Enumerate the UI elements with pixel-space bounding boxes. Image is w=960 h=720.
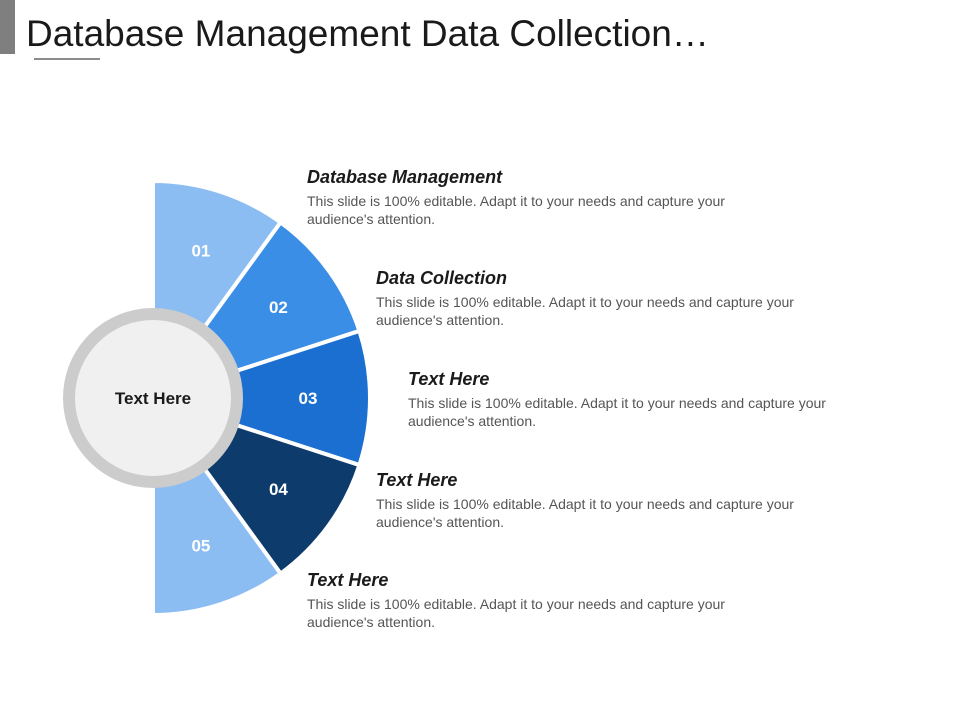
item-heading: Text Here (408, 369, 490, 389)
item-body: This slide is 100% editable. Adapt it to… (376, 496, 794, 530)
segment-number-01: 01 (191, 242, 210, 261)
item-block-4: Text Here This slide is 100% editable. A… (376, 469, 846, 531)
item-heading: Text Here (376, 470, 458, 490)
hub-circle (75, 320, 231, 476)
item-body: This slide is 100% editable. Adapt it to… (307, 193, 725, 227)
item-block-3: Text Here This slide is 100% editable. A… (408, 368, 878, 430)
item-heading: Text Here (307, 570, 389, 590)
item-body: This slide is 100% editable. Adapt it to… (408, 395, 826, 429)
segment-number-04: 04 (269, 480, 288, 499)
segments-group (151, 179, 372, 617)
hub-label: Text Here (115, 389, 191, 408)
item-block-5: Text Here This slide is 100% editable. A… (307, 569, 777, 631)
item-body: This slide is 100% editable. Adapt it to… (376, 294, 794, 328)
item-heading: Database Management (307, 167, 503, 187)
segment-number-03: 03 (299, 389, 318, 408)
title-underline (34, 58, 100, 60)
segment-number-02: 02 (269, 298, 288, 317)
item-heading: Data Collection (376, 268, 508, 288)
item-block-1: Database Management This slide is 100% e… (307, 166, 777, 228)
item-block-2: Data Collection This slide is 100% edita… (376, 267, 846, 329)
title-accent-bar (0, 0, 15, 54)
item-body: This slide is 100% editable. Adapt it to… (307, 596, 725, 630)
segment-numbers: 01 02 03 04 05 (191, 242, 317, 556)
segment-number-05: 05 (191, 536, 210, 555)
